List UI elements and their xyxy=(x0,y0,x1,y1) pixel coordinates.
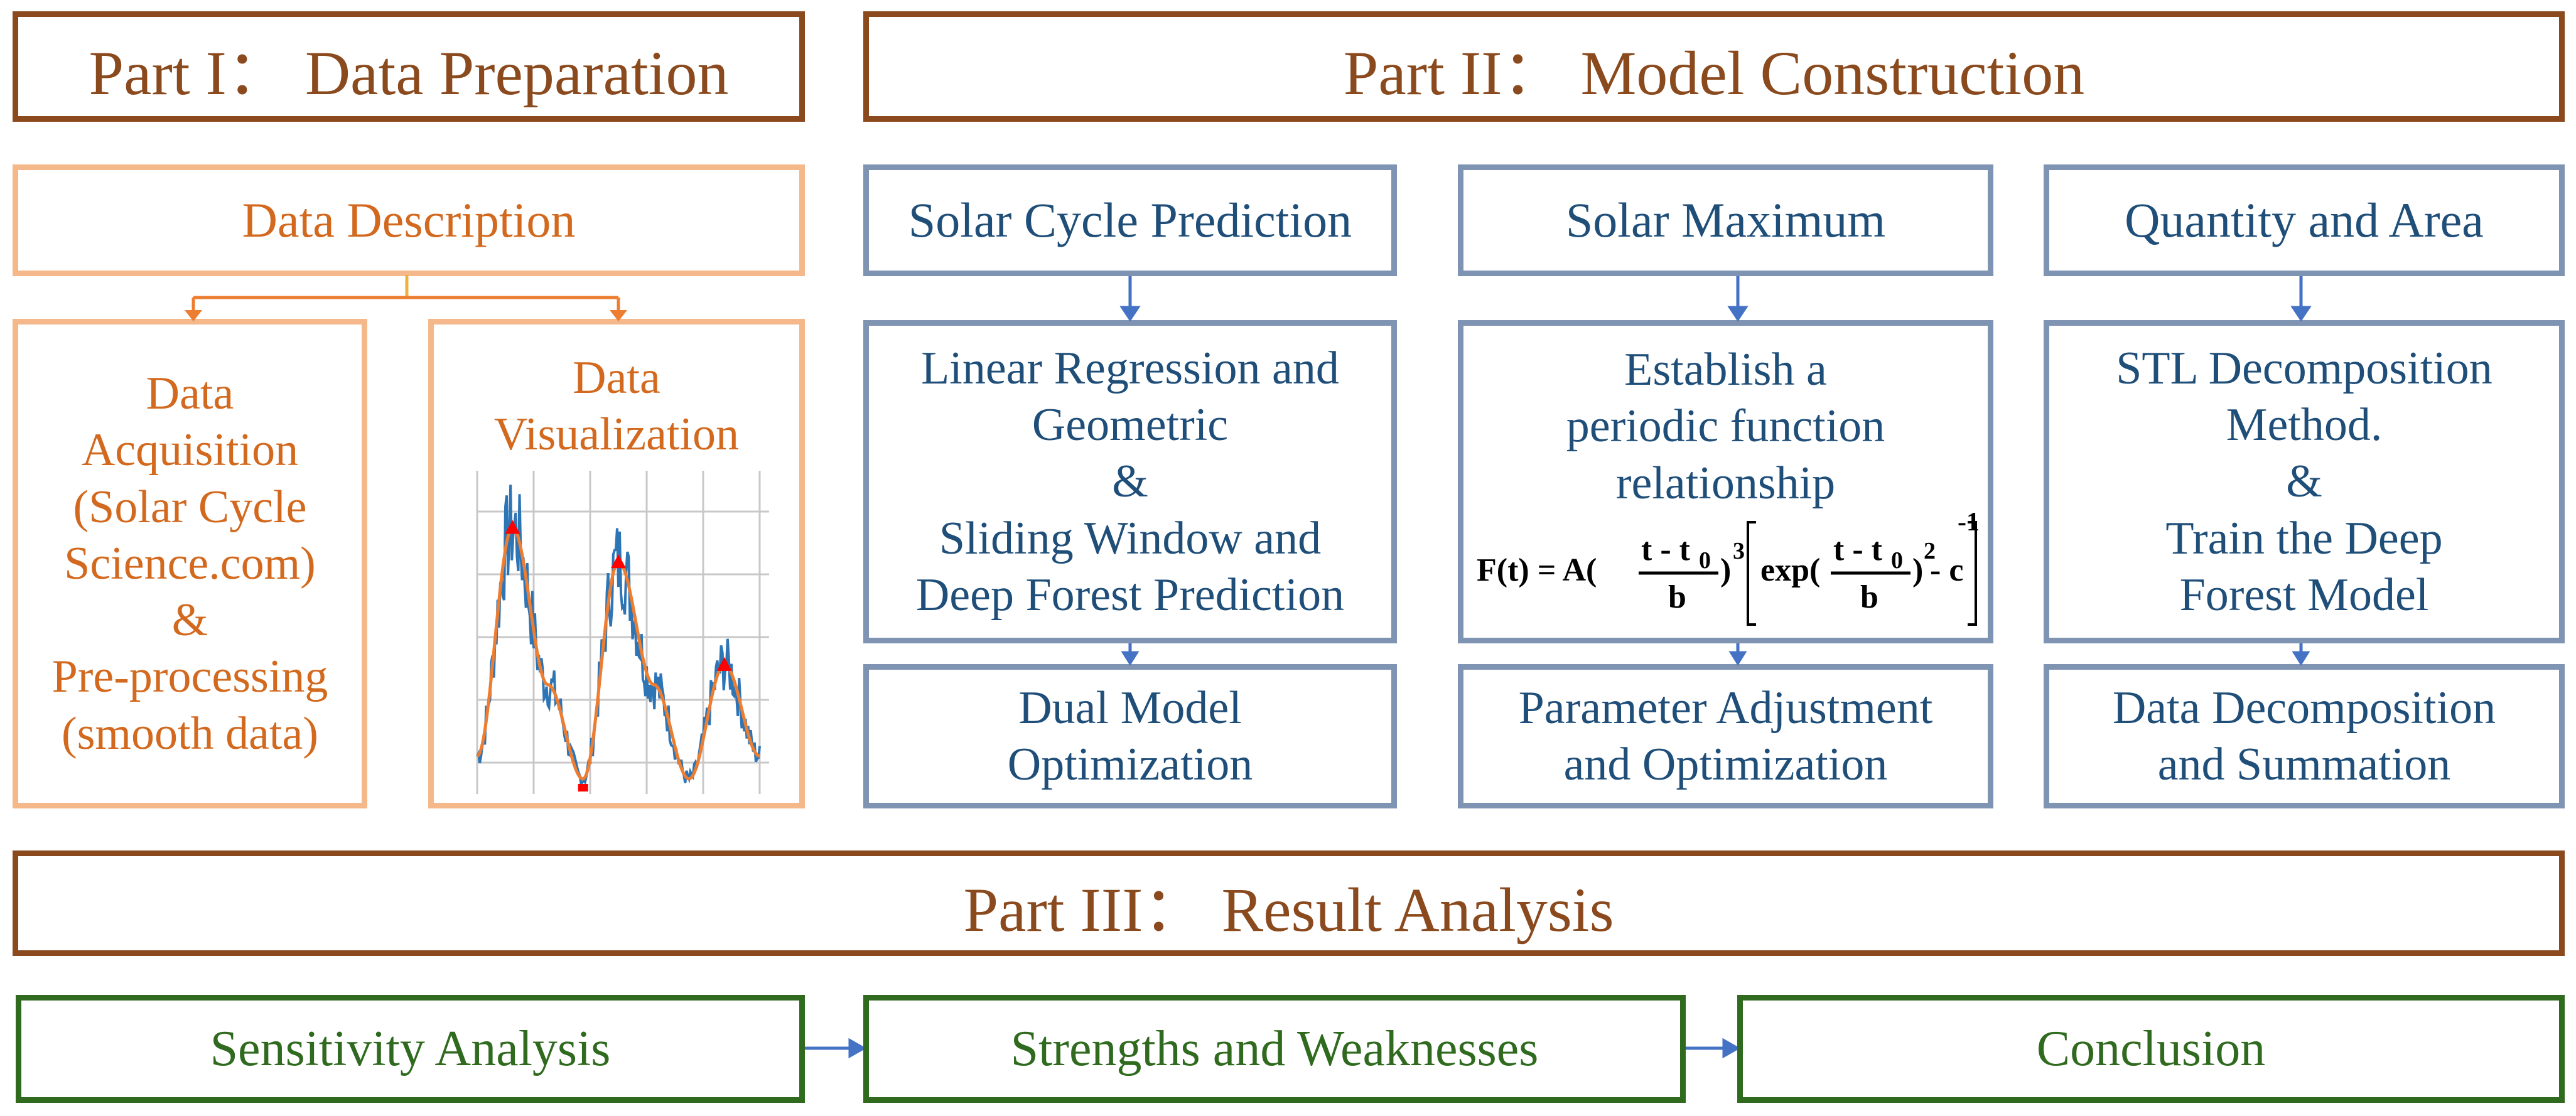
solar-maximum-box: Solar Maximum xyxy=(1458,164,1993,276)
peak-marker-2 xyxy=(611,554,626,569)
periodic-function-formula: F(t) = A( t - t 0 b ) 3 exp( t - t 0 b )… xyxy=(1477,521,1977,626)
col2-result-line-2: and Optimization xyxy=(1563,739,1888,790)
formula-num: t - t xyxy=(1641,532,1691,567)
part1-title: Part I： Data Preparation xyxy=(89,38,729,108)
formula-den2: b xyxy=(1860,579,1878,615)
trough-marker xyxy=(578,784,588,791)
vis-line-1: Data xyxy=(573,352,660,404)
col1-result-line-1: Dual Model xyxy=(1018,682,1242,734)
solar-cycle-prediction-box: Solar Cycle Prediction xyxy=(863,164,1397,276)
formula-pow2: 2 xyxy=(1924,538,1936,564)
data-visualization-box: Data Visualization xyxy=(428,319,805,808)
part2-header: Part II： Model Construction xyxy=(863,11,2565,122)
data-description-label: Data Description xyxy=(242,193,576,248)
formula-num2: t - t xyxy=(1833,532,1883,567)
col1-method-line-3: & xyxy=(1112,456,1148,508)
part3-header: Part III： Result Analysis xyxy=(13,850,2565,956)
formula-pow3: 3 xyxy=(1733,538,1745,564)
bottom-item-2: Strengths and Weaknesses xyxy=(1010,1021,1539,1076)
quantity-area-box: Quantity and Area xyxy=(2044,164,2565,276)
col1-method-box: Linear Regression and Geometric & Slidin… xyxy=(863,320,1397,643)
acq-line-5: & xyxy=(171,594,208,647)
col2-method-line-3: relationship xyxy=(1615,457,1836,509)
strengths-weaknesses-box: Strengths and Weaknesses xyxy=(863,995,1686,1103)
bottom-item-3: Conclusion xyxy=(2036,1021,2266,1076)
acq-line-3: (Solar Cycle xyxy=(73,481,307,533)
part3-title: Part III： Result Analysis xyxy=(963,874,1614,945)
col1-method-line-5: Deep Forest Prediction xyxy=(915,569,1345,621)
col1-result-box: Dual Model Optimization xyxy=(863,664,1397,808)
col3-method-line-5: Forest Model xyxy=(2179,569,2429,621)
acq-line-1: Data xyxy=(146,368,234,420)
col3-header: Quantity and Area xyxy=(2125,193,2484,248)
formula-pow-neg1: -1 xyxy=(1958,508,1980,537)
formula-den: b xyxy=(1668,579,1686,615)
acq-line-2: Acquisition xyxy=(81,424,299,476)
split-arrow xyxy=(185,275,627,321)
col3-result-box: Data Decomposition and Summation xyxy=(2044,664,2565,808)
col1-method-line-4: Sliding Window and xyxy=(939,512,1322,564)
data-description-box: Data Description xyxy=(13,164,805,276)
acq-line-4: Science.com) xyxy=(64,537,316,589)
part1-header: Part I： Data Preparation xyxy=(13,11,805,122)
col2-method-box: Establish a periodic function relationsh… xyxy=(1458,320,1993,643)
col3-method-box: STL Decomposition Method. & Train the De… xyxy=(2044,320,2565,643)
data-acquisition-box: Data Acquisition (Solar Cycle Science.co… xyxy=(13,319,367,808)
col3-method-line-4: Train the Deep xyxy=(2165,512,2443,564)
col2-result-box: Parameter Adjustment and Optimization xyxy=(1458,664,1993,808)
formula-minus-c: - c xyxy=(1930,552,1963,588)
formula-sub0: 0 xyxy=(1699,547,1711,574)
solar-cycle-chart xyxy=(476,471,769,794)
col1-header: Solar Cycle Prediction xyxy=(908,193,1352,248)
formula-lhs: F(t) = A( xyxy=(1477,552,1597,588)
col2-method-line-2: periodic function xyxy=(1566,400,1885,453)
formula-exp: exp( xyxy=(1760,552,1820,588)
part2-title: Part II： Model Construction xyxy=(1343,38,2085,108)
col3-result-line-2: and Summation xyxy=(2157,739,2451,790)
col1-result-line-2: Optimization xyxy=(1007,739,1253,790)
peak-marker-1 xyxy=(505,520,520,534)
acq-line-7: (smooth data) xyxy=(62,707,318,759)
col3-result-line-1: Data Decomposition xyxy=(2112,682,2496,734)
conclusion-box: Conclusion xyxy=(1737,995,2565,1103)
col2-method-line-1: Establish a xyxy=(1624,344,1827,395)
svg-text:): ) xyxy=(1912,552,1923,588)
acq-line-6: Pre-processing xyxy=(51,651,328,703)
peak-marker-3 xyxy=(716,657,732,671)
col2-result-line-1: Parameter Adjustment xyxy=(1518,682,1933,734)
col3-method-line-1: STL Decomposition xyxy=(2116,342,2492,394)
sensitivity-analysis-box: Sensitivity Analysis xyxy=(16,995,805,1103)
col2-header: Solar Maximum xyxy=(1565,193,1886,248)
col3-method-line-3: & xyxy=(2286,456,2322,508)
col3-method-line-2: Method. xyxy=(2226,399,2383,451)
bottom-item-1: Sensitivity Analysis xyxy=(210,1021,611,1076)
col1-method-line-2: Geometric xyxy=(1032,399,1229,451)
vis-line-2: Visualization xyxy=(493,409,740,461)
svg-text:): ) xyxy=(1720,552,1731,588)
formula-sub02: 0 xyxy=(1891,547,1903,574)
col1-method-line-1: Linear Regression and xyxy=(921,342,1339,394)
